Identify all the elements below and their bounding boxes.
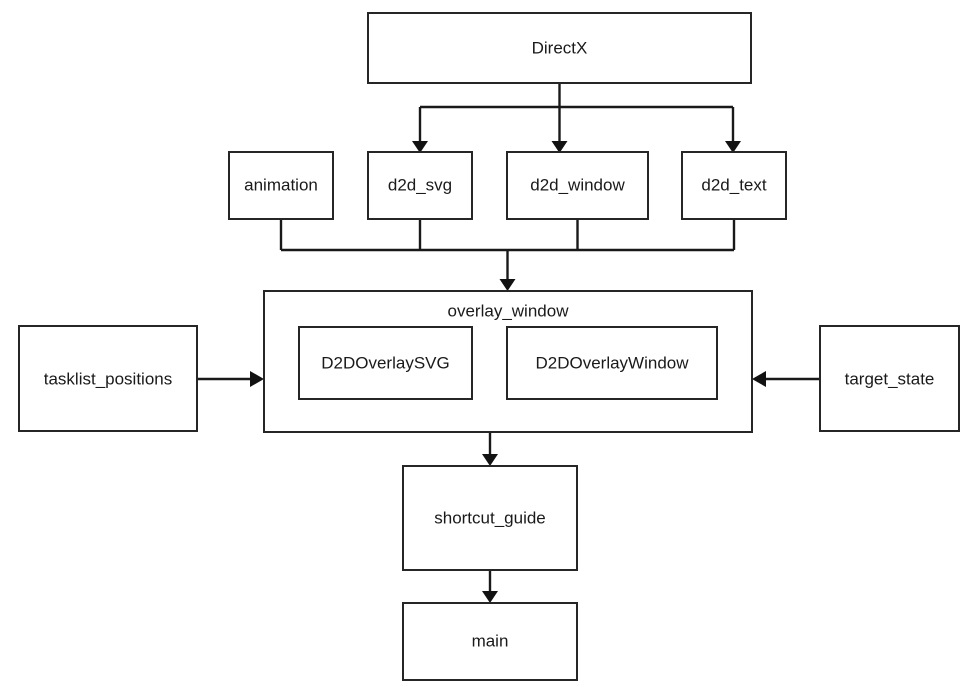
node-label: D2DOverlaySVG xyxy=(321,353,449,372)
node-animation[interactable]: animation xyxy=(228,151,334,220)
arrowhead-down-icon xyxy=(482,591,498,603)
edge-target-state-to-overlay-window xyxy=(752,371,820,387)
node-label: d2d_svg xyxy=(388,175,452,194)
node-tasklist-positions[interactable]: tasklist_positions xyxy=(18,325,198,432)
node-d2doverlaysvg[interactable]: D2DOverlaySVG xyxy=(298,326,473,400)
arrowhead-right-icon xyxy=(250,371,264,387)
node-label: tasklist_positions xyxy=(44,369,173,388)
node-d2d-svg[interactable]: d2d_svg xyxy=(367,151,473,220)
node-label: shortcut_guide xyxy=(434,508,546,527)
arrowhead-down-icon xyxy=(482,454,498,466)
arrowhead-down-icon xyxy=(499,279,516,291)
node-shortcut-guide[interactable]: shortcut_guide xyxy=(402,465,578,571)
node-box[interactable] xyxy=(367,151,473,220)
node-label: d2d_text xyxy=(701,175,766,194)
edge-row2-to-overlay-window xyxy=(279,219,736,291)
arrowhead-down-icon xyxy=(551,141,568,153)
arrowhead-down-icon xyxy=(725,141,741,153)
edge-directx-to-row2 xyxy=(412,83,741,153)
node-box[interactable] xyxy=(506,326,718,400)
cluster-label: overlay_window xyxy=(448,301,570,320)
node-box[interactable] xyxy=(506,151,649,220)
arrowhead-left-icon xyxy=(752,371,766,387)
node-box[interactable] xyxy=(681,151,787,220)
node-box[interactable] xyxy=(228,151,334,220)
node-box[interactable] xyxy=(819,325,960,432)
node-box[interactable] xyxy=(298,326,473,400)
cluster-overlay-window[interactable]: overlay_window D2DOverlaySVG D2DOverlayW… xyxy=(263,290,753,433)
node-box[interactable] xyxy=(402,465,578,571)
arrowhead-down-icon xyxy=(412,141,428,153)
node-target-state[interactable]: target_state xyxy=(819,325,960,432)
node-main[interactable]: main xyxy=(402,602,578,681)
edge-tasklist-positions-to-overlay-window xyxy=(197,371,264,387)
node-label: target_state xyxy=(845,369,935,388)
edge-overlay-window-to-shortcut-guide xyxy=(482,432,498,466)
node-label: d2d_window xyxy=(530,175,625,194)
node-d2d-text[interactable]: d2d_text xyxy=(681,151,787,220)
node-d2d-window[interactable]: d2d_window xyxy=(506,151,649,220)
node-label: D2DOverlayWindow xyxy=(535,353,689,372)
node-box[interactable] xyxy=(402,602,578,681)
node-label: main xyxy=(472,631,509,650)
node-box[interactable] xyxy=(18,325,198,432)
node-directx[interactable]: DirectX xyxy=(367,12,752,84)
node-label: animation xyxy=(244,175,318,194)
node-label: DirectX xyxy=(532,38,588,57)
edge-shortcut-guide-to-main xyxy=(482,570,498,603)
node-box[interactable] xyxy=(367,12,752,84)
node-d2doverlaywindow[interactable]: D2DOverlayWindow xyxy=(506,326,718,400)
